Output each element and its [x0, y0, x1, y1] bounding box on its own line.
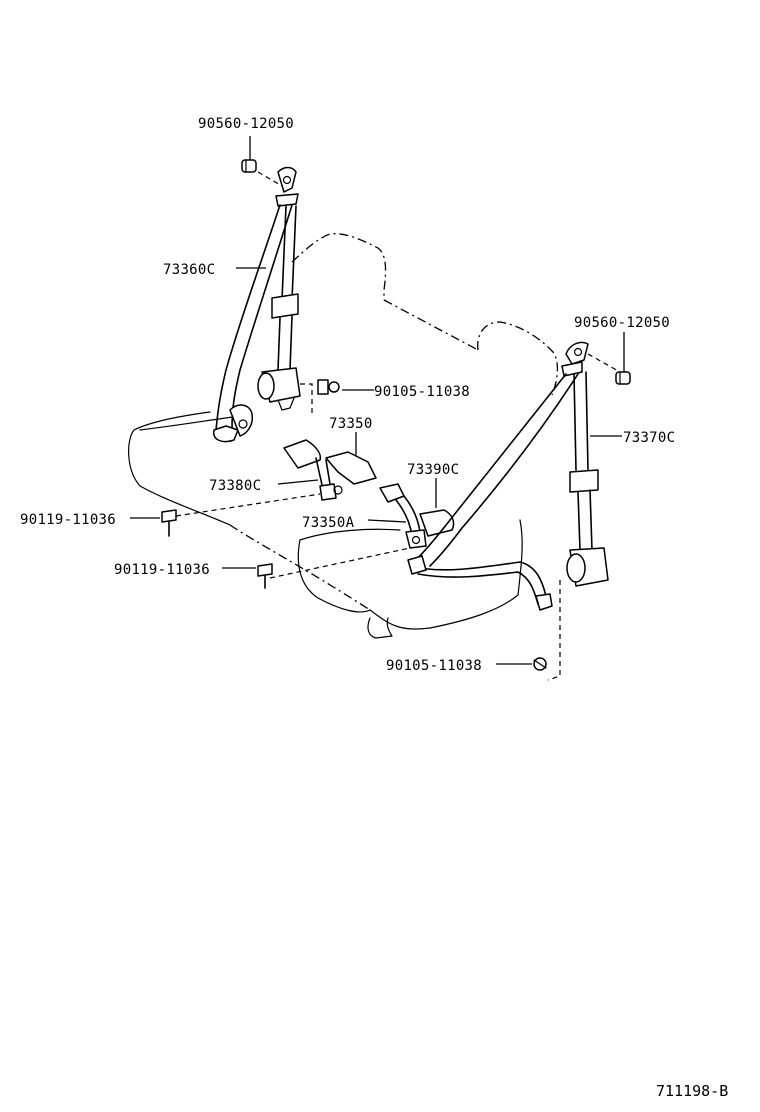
right-lower-bolt [533, 657, 547, 671]
center-buckle-73390c [379, 483, 455, 549]
right-outer-belt-assembly [407, 341, 609, 611]
label-73380c[interactable]: 73380C [209, 478, 261, 494]
left-retractor-bolt [317, 379, 340, 395]
label-90105-upper[interactable]: 90105-11038 [374, 384, 470, 400]
label-90119-lower[interactable]: 90119-11036 [114, 562, 210, 578]
center-buckle-73350 [283, 439, 377, 501]
label-90105-lower[interactable]: 90105-11038 [386, 658, 482, 674]
label-73350a[interactable]: 73350A [302, 515, 355, 531]
part-labels: 90560-12050 73360C 90105-11038 73350 733… [20, 116, 675, 674]
label-73360c[interactable]: 73360C [163, 262, 215, 278]
left-anchor-bolt-guide [257, 171, 283, 187]
left-upper-nut [241, 159, 257, 173]
drawing-reference-number: 711198-B [656, 1082, 728, 1100]
rear-seat-phantom-outline [128, 233, 559, 639]
center-bolt-upper [161, 509, 177, 537]
label-90560-right[interactable]: 90560-12050 [574, 315, 670, 331]
left-outer-belt-assembly [213, 166, 301, 443]
right-anchor-bolt-guide [587, 353, 621, 373]
label-73370c[interactable]: 73370C [623, 430, 675, 446]
label-90119-upper[interactable]: 90119-11036 [20, 512, 116, 528]
label-73390c[interactable]: 73390C [407, 462, 459, 478]
label-90560-left[interactable]: 90560-12050 [198, 116, 294, 132]
right-lower-bolt-guide [547, 580, 561, 681]
center-bolt-guide-upper [175, 493, 321, 517]
leader-lines [130, 136, 625, 665]
center-bolt-lower [257, 563, 273, 589]
left-retractor-bolt-guide [300, 383, 313, 414]
center-bolt-guide-lower [269, 547, 411, 579]
right-upper-nut [615, 371, 631, 385]
label-73350[interactable]: 73350 [329, 416, 373, 432]
